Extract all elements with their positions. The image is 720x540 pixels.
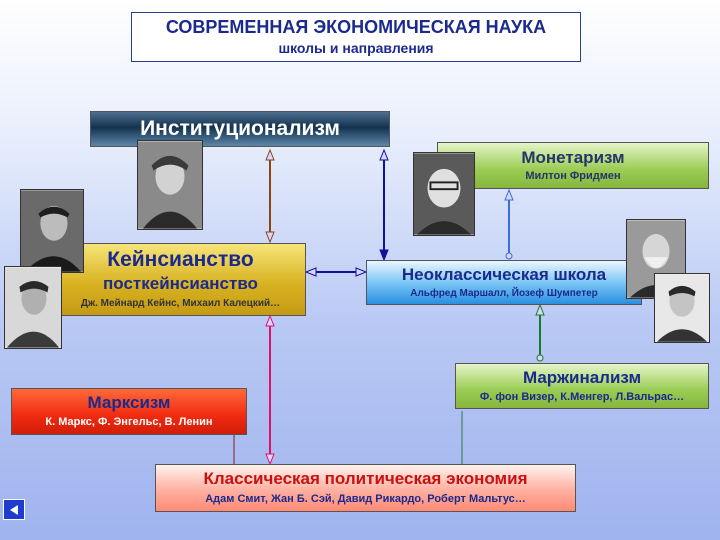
portrait-veblen: [137, 140, 203, 230]
box-marginalism[interactable]: Маржинализм Ф. фон Визер, К.Менгер, Л.Ва…: [455, 363, 709, 409]
neoclassical-people: Альфред Маршалл, Йозеф Шумпетер: [410, 288, 598, 299]
neoclassical-label: Неоклассическая школа: [401, 265, 607, 284]
triangle-left-icon: [10, 504, 18, 515]
keynesianism-label: Кейнсианство: [107, 248, 254, 271]
classical-people: Адам Смит, Жан Б. Сэй, Давид Рикардо, Ро…: [205, 493, 526, 505]
box-institutionalism[interactable]: Институционализм: [90, 111, 390, 147]
marxism-label: Марксизм: [87, 393, 171, 412]
monetarism-people: Милтон Фридмен: [525, 170, 621, 182]
monetarism-label: Монетаризм: [521, 148, 625, 167]
page-title: СОВРЕМЕННАЯ ЭКОНОМИЧЕСКАЯ НАУКА: [165, 17, 547, 37]
box-keynesianism[interactable]: Кейнсианство посткейнсианство Дж. Мейнар…: [55, 243, 306, 316]
portrait-schumpeter: [654, 273, 710, 343]
page-subtitle: школы и направления: [278, 40, 434, 56]
title-box: СОВРЕМЕННАЯ ЭКОНОМИЧЕСКАЯ НАУКА школы и …: [131, 12, 581, 62]
post-keynesianism-label: посткейнсианство: [103, 274, 258, 293]
keynesianism-people: Дж. Мейнард Кейнс, Михаил Калецкий…: [80, 298, 281, 309]
marginalism-people: Ф. фон Визер, К.Менгер, Л.Вальрас…: [479, 391, 685, 403]
portrait-keynes: [20, 189, 84, 273]
classical-label: Классическая политическая экономия: [203, 469, 528, 488]
portrait-kalecki: [4, 266, 62, 349]
box-neoclassical[interactable]: Неоклассическая школа Альфред Маршалл, Й…: [366, 260, 642, 305]
marxism-people: К. Маркс, Ф. Энгельс, В. Ленин: [45, 416, 213, 428]
marginalism-label: Маржинализм: [522, 368, 642, 387]
back-button[interactable]: [3, 499, 25, 520]
institutionalism-label: Институционализм: [140, 117, 340, 140]
portrait-friedman: [413, 152, 475, 236]
box-marxism[interactable]: Марксизм К. Маркс, Ф. Энгельс, В. Ленин: [11, 388, 247, 435]
box-classical[interactable]: Классическая политическая экономия Адам …: [155, 464, 576, 512]
box-monetarism[interactable]: Монетаризм Милтон Фридмен: [437, 142, 709, 189]
